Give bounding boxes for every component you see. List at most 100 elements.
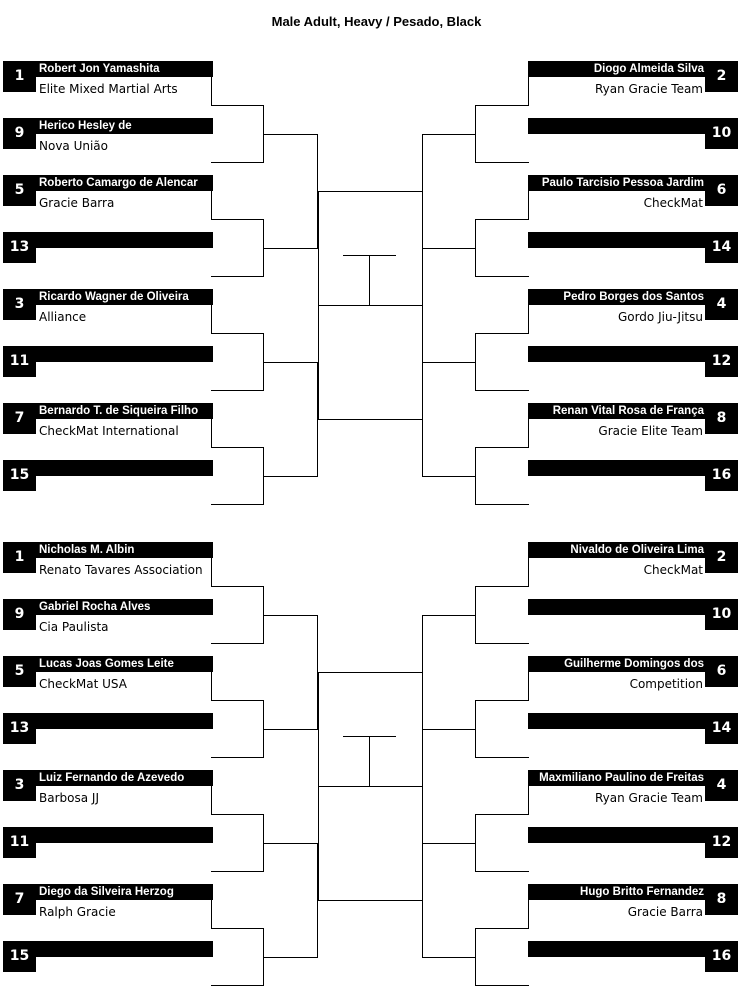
competitor-team: Competition (629, 677, 703, 691)
seed-badge: 4 (705, 770, 738, 801)
seed-badge: 2 (705, 542, 738, 573)
competitor-team: Cia Paulista (39, 620, 109, 634)
competitor-team: Gracie Barra (627, 905, 703, 919)
competitor-name[interactable]: Nivaldo de Oliveira Lima (528, 542, 709, 558)
connector-line (211, 390, 264, 391)
connector-line (475, 928, 476, 986)
connector-line (422, 134, 475, 135)
competitor-name[interactable] (528, 827, 709, 843)
slot-connector-line (528, 76, 529, 106)
slot-connector-line (211, 418, 212, 448)
competitor-team (39, 961, 211, 977)
connector-line (475, 928, 529, 929)
competitor-name[interactable]: Ricardo Wagner de Oliveira (33, 289, 213, 305)
connector-line (475, 162, 529, 163)
slot-connector-line (528, 671, 529, 701)
competitor-team: Elite Mixed Martial Arts (39, 82, 178, 96)
competitor-name[interactable]: Bernardo T. de Siqueira Filho (33, 403, 213, 419)
competitor-name[interactable]: Paulo Tarcisio Pessoa Jardim (528, 175, 709, 191)
competitor-team: Renato Tavares Association (39, 563, 203, 577)
competitor-team: Nova União (39, 139, 109, 153)
competitor-name[interactable]: Diego da Silveira Herzog (33, 884, 213, 900)
competitor-name[interactable]: Luiz Fernando de Azevedo (33, 770, 213, 786)
connector-line (475, 700, 476, 758)
competitor-team: Barbosa JJ (39, 791, 99, 805)
competitor-name[interactable] (33, 941, 213, 957)
competitor-team (530, 619, 703, 635)
competitor-name[interactable]: Diogo Almeida Silva (528, 61, 709, 77)
connector-line (318, 900, 370, 901)
connector-line (263, 219, 264, 277)
seed-badge: 4 (705, 289, 738, 320)
connector-line (263, 814, 264, 872)
seed-badge: 10 (705, 599, 738, 630)
competitor-name[interactable] (528, 713, 709, 729)
competitor-name[interactable] (528, 118, 709, 134)
connector-line (263, 700, 264, 758)
connector-line (211, 219, 264, 220)
connector-line (264, 843, 318, 844)
competitor-team: Ralph Gracie (39, 905, 116, 919)
final-stem-line (369, 255, 370, 305)
slot-connector-line (211, 76, 212, 106)
seed-badge: 9 (3, 118, 36, 149)
connector-line (475, 105, 476, 163)
connector-line (211, 447, 264, 448)
competitor-name[interactable]: Hugo Britto Fernandez (528, 884, 709, 900)
competitor-name[interactable] (528, 941, 709, 957)
connector-line (475, 219, 529, 220)
connector-line (211, 162, 264, 163)
connector-line (317, 134, 318, 249)
connector-line (264, 134, 318, 135)
slot-connector-line (528, 304, 529, 334)
competitor-name[interactable]: Gabriel Rocha Alves (33, 599, 213, 615)
seed-badge: 1 (3, 542, 36, 573)
competitor-name[interactable] (528, 346, 709, 362)
competitor-name[interactable]: Robert Jon Yamashita (33, 61, 213, 77)
connector-line (263, 447, 264, 505)
connector-line (475, 276, 529, 277)
competitor-name[interactable] (33, 827, 213, 843)
competitor-name[interactable]: Renan Vital Rosa de França (528, 403, 709, 419)
seed-badge: 16 (705, 460, 738, 491)
seed-badge: 15 (3, 460, 36, 491)
competitor-name[interactable] (528, 599, 709, 615)
seed-badge: 7 (3, 403, 36, 434)
competitor-name[interactable] (33, 460, 213, 476)
slot-connector-line (211, 785, 212, 815)
connector-line (475, 333, 529, 334)
competitor-name[interactable] (33, 232, 213, 248)
bracket-title: Male Adult, Heavy / Pesado, Black (271, 14, 482, 29)
connector-line (211, 586, 264, 587)
competitor-name[interactable]: Herico Hesley de (33, 118, 213, 134)
seed-badge: 3 (3, 289, 36, 320)
connector-line (422, 957, 475, 958)
competitor-name[interactable] (528, 460, 709, 476)
competitor-name[interactable] (528, 232, 709, 248)
competitor-team (530, 847, 703, 863)
final-line (318, 305, 423, 306)
slot-connector-line (211, 190, 212, 220)
competitor-name[interactable] (33, 713, 213, 729)
connector-line (263, 928, 264, 986)
competitor-name[interactable]: Roberto Camargo de Alencar (33, 175, 213, 191)
competitor-team (530, 733, 703, 749)
competitor-team (39, 847, 211, 863)
competitor-team: CheckMat USA (39, 677, 127, 691)
competitor-name[interactable]: Nicholas M. Albin (33, 542, 213, 558)
connector-line (370, 419, 423, 420)
competitor-name[interactable]: Lucas Joas Gomes Leite (33, 656, 213, 672)
connector-line (370, 672, 423, 673)
competitor-name[interactable]: Maxmiliano Paulino de Freitas (528, 770, 709, 786)
connector-line (422, 615, 475, 616)
seed-badge: 5 (3, 175, 36, 206)
competitor-team: CheckMat (643, 196, 703, 210)
competitor-team: Gordo Jiu-Jitsu (617, 310, 703, 324)
competitor-team: Gracie Barra (39, 196, 115, 210)
competitor-name[interactable]: Guilherme Domingos dos (528, 656, 709, 672)
competitor-name[interactable] (33, 346, 213, 362)
seed-badge: 8 (705, 884, 738, 915)
competitor-name[interactable]: Pedro Borges dos Santos (528, 289, 709, 305)
seed-badge: 7 (3, 884, 36, 915)
competitor-team (39, 252, 211, 268)
